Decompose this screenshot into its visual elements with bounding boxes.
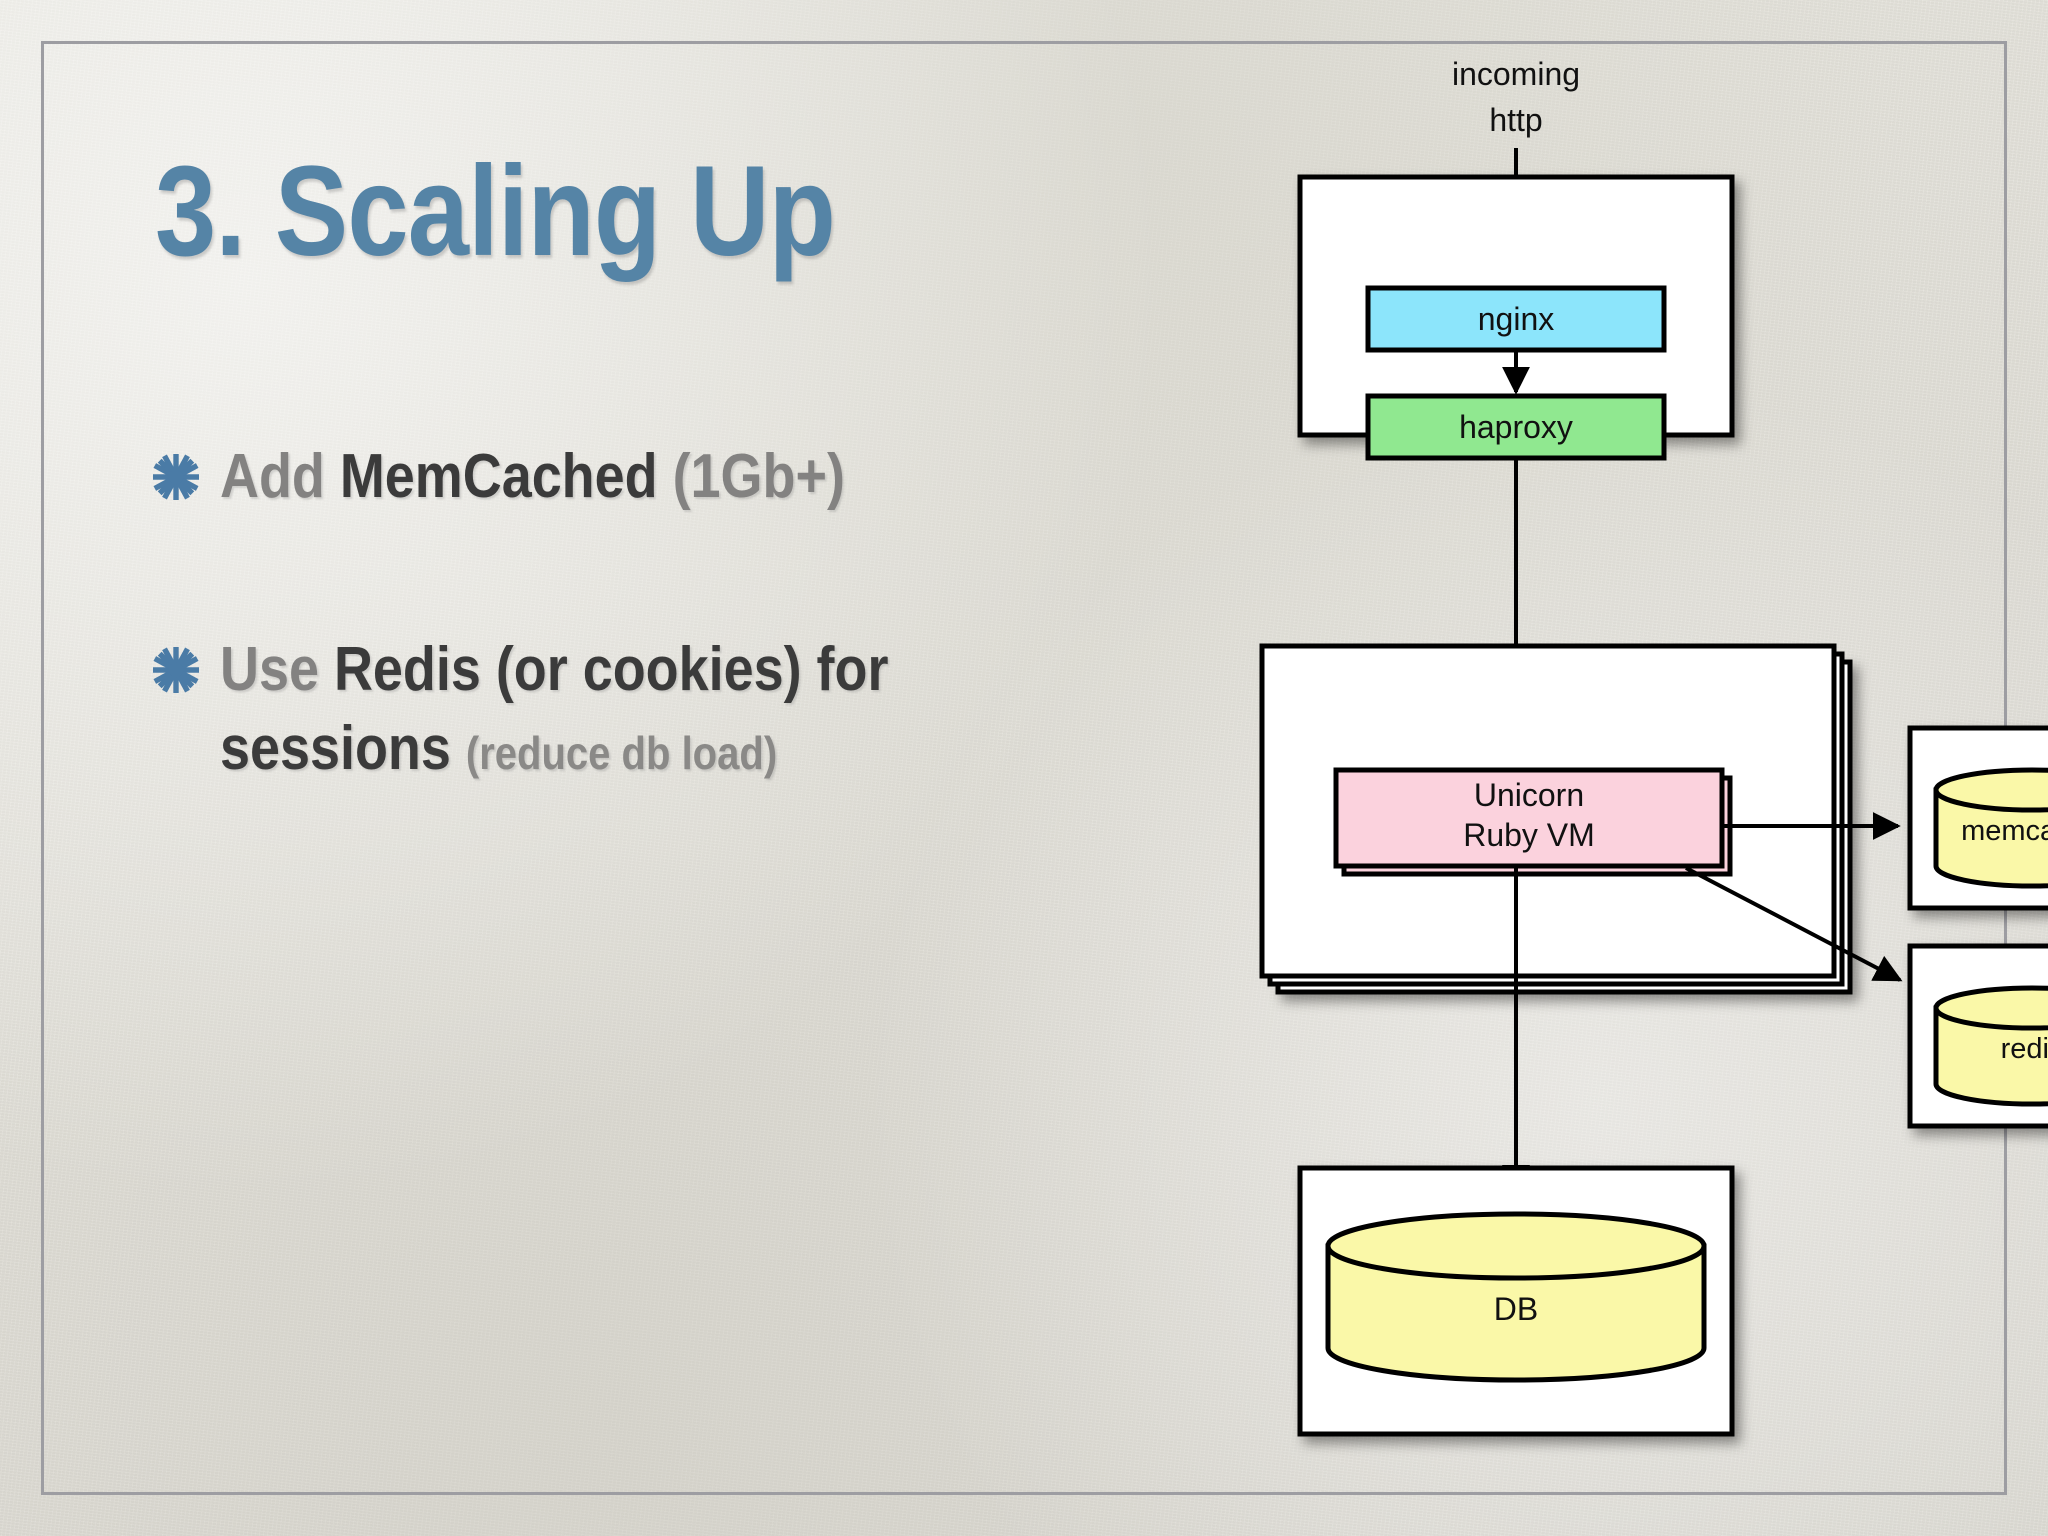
node-memcache	[1933, 767, 2048, 889]
page-title: 3. Scaling Up	[155, 140, 836, 283]
architecture-diagram: incoming http nginx haproxy Unicorn Ruby…	[1100, 0, 2048, 1536]
node-db-label: DB	[1494, 1291, 1538, 1327]
node-memcache-label: memcache	[1961, 815, 2048, 847]
asterisk-star-bullet-icon	[153, 647, 199, 693]
node-haproxy	[1365, 393, 1667, 461]
edge-unicorn-to-redis	[1685, 866, 1903, 982]
node-haproxy-label: haproxy	[1459, 409, 1573, 445]
bullet-item-memcached: Add MemCached (1Gb+)	[150, 437, 938, 516]
bullet-2-seg-3: (reduce db load)	[465, 727, 778, 780]
bullet-1-seg-2: (1Gb+)	[672, 442, 845, 511]
node-unicorn-label-line2: Ruby VM	[1463, 817, 1595, 853]
incoming-http-label-line1: incoming	[1452, 56, 1580, 92]
node-nginx-label: nginx	[1478, 301, 1555, 337]
node-redis	[1933, 985, 2048, 1107]
bullet-2-seg-2: sessions	[220, 714, 466, 784]
node-unicorn	[1333, 767, 1725, 869]
node-unicorn-label-line1: Unicorn	[1474, 777, 1584, 813]
bullet-1-seg-1: MemCached	[339, 442, 673, 511]
bullet-2-text: Use Redis (or cookies) for sessions (red…	[220, 630, 888, 789]
node-redis-label: redis	[2001, 1033, 2048, 1065]
asterisk-star-bullet-icon	[153, 454, 199, 500]
node-db	[1325, 1211, 1707, 1383]
bullet-item-redis-sessions: Use Redis (or cookies) for sessions (red…	[150, 630, 988, 789]
bullet-1-seg-0: Add	[220, 442, 340, 511]
bullet-2-seg-0: Use	[220, 635, 334, 704]
incoming-http-label-line2: http	[1489, 102, 1542, 138]
bullet-2-seg-1: Redis (or cookies) for	[333, 635, 889, 704]
node-nginx	[1365, 285, 1667, 353]
slide-left-column: 3. Scaling Up Add MemCached (1Gb+)	[150, 140, 988, 789]
bullet-1-text: Add MemCached (1Gb+)	[220, 437, 845, 516]
